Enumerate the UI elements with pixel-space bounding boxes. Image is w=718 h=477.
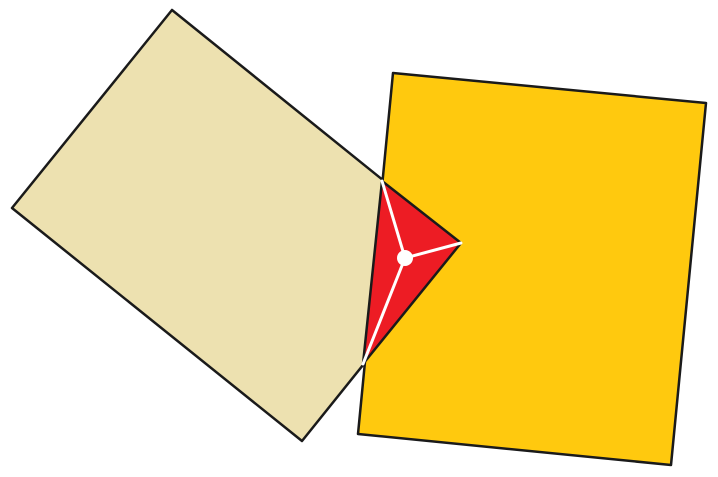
- radial-line-to-top-vertex: [380, 179, 407, 260]
- tilted-rectangle: [10, 8, 463, 443]
- radial-line-to-right-vertex: [403, 241, 463, 260]
- center-point: [397, 250, 413, 266]
- overlap-triangle: [361, 179, 463, 366]
- radial-line-to-bottom-vertex: [361, 256, 407, 366]
